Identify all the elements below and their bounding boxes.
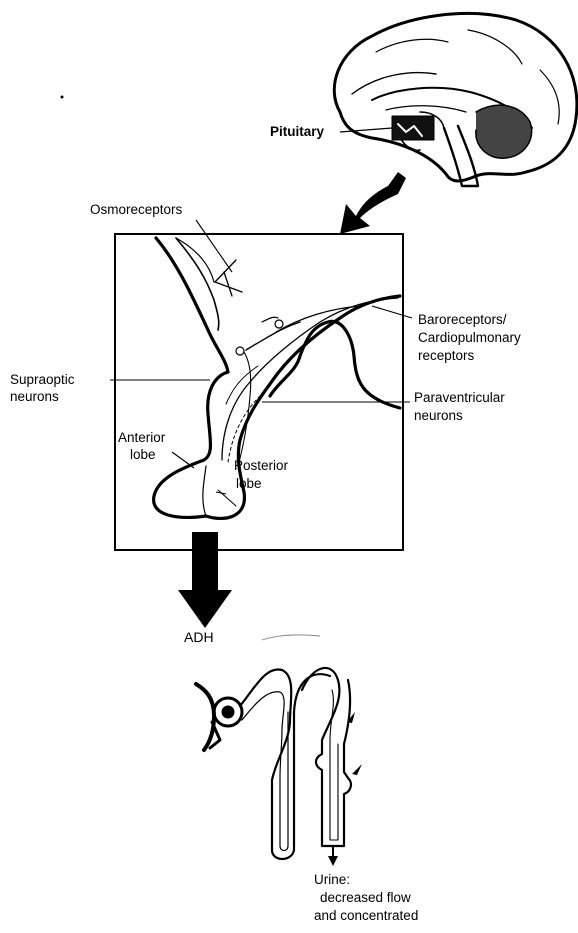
adh-arrow — [178, 532, 232, 628]
inset-frame — [115, 234, 403, 550]
nephron-illustration — [196, 668, 351, 859]
urine-outflow-arrow — [328, 856, 338, 866]
osmoreceptors-label: Osmoreceptors — [90, 202, 183, 217]
supraoptic-label-1: Supraoptic — [10, 372, 75, 387]
paraventricular-label-1: Paraventricular — [414, 390, 505, 405]
posterior-lobe-label-1: Posterior — [234, 458, 289, 473]
urine-label-2: decreased flow — [320, 890, 411, 905]
baroreceptors-label-2: Cardiopulmonary — [418, 330, 521, 345]
anterior-lobe-label-2: lobe — [130, 447, 156, 462]
brain-illustration — [334, 13, 577, 186]
supraoptic-label-2: neurons — [10, 389, 59, 404]
anterior-lobe-label-1: Anterior — [118, 430, 166, 445]
urine-label-1: Urine: — [314, 872, 350, 887]
stray-dot — [61, 96, 64, 99]
zoom-arrow — [340, 172, 406, 234]
pituitary-label: Pituitary — [270, 124, 325, 139]
adh-label: ADH — [184, 629, 214, 645]
baroreceptors-label-3: receptors — [418, 348, 475, 363]
hypothalamus-section — [154, 238, 400, 518]
paraventricular-label-2: neurons — [414, 408, 463, 423]
hormone-action-arrows — [347, 712, 362, 775]
posterior-lobe-label-2: lobe — [236, 476, 262, 491]
baroreceptors-label-1: Baroreceptors/ — [418, 312, 507, 327]
stray-mark — [262, 635, 320, 640]
urine-label-3: and concentrated — [314, 908, 418, 923]
